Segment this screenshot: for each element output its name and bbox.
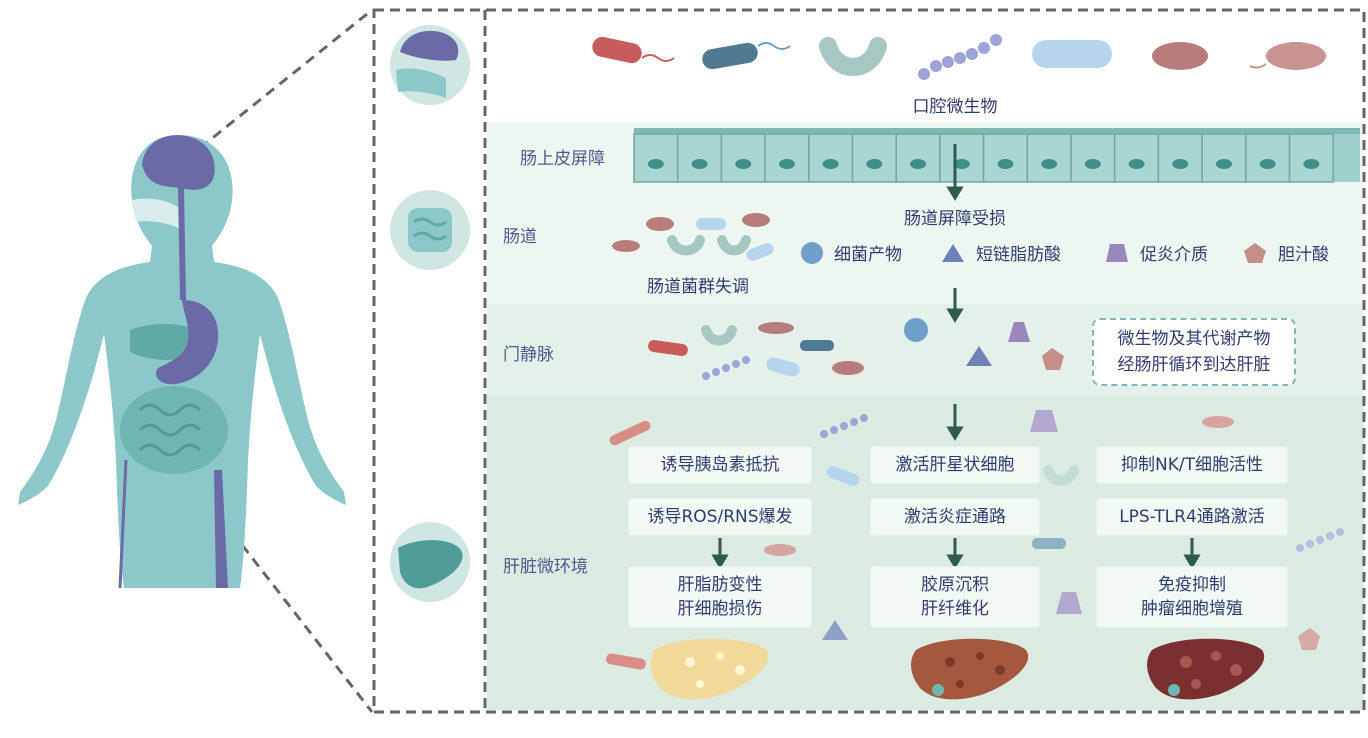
nk-t-inhibition-box: 抑制NK/T细胞活性 <box>1096 446 1288 484</box>
liver-microenvironment-label: 肝脏微环境 <box>503 557 588 577</box>
hepatocyte-injury-text: 肝细胞损伤 <box>677 599 763 619</box>
cancer-liver-illustration <box>1147 638 1265 700</box>
triangle-icon <box>942 243 964 262</box>
immunosuppression-box: 免疫抑制 肿瘤细胞增殖 <box>1096 566 1288 628</box>
epithelial-cell <box>1026 133 1072 183</box>
epithelial-cell-row <box>633 133 1334 183</box>
steatosis-box: 肝脂肪变性 肝细胞损伤 <box>628 566 812 628</box>
oral-microbiota-title: 口腔微生物 <box>912 97 998 117</box>
cell-nucleus <box>953 159 970 169</box>
insulin-resistance-box: 诱导胰岛素抵抗 <box>628 446 812 484</box>
epithelial-cell <box>1288 133 1334 183</box>
epithelial-cell <box>676 133 723 183</box>
cell-nucleus <box>735 159 752 169</box>
fibrosis-box: 胶原沉积 肝纤维化 <box>870 566 1040 628</box>
epithelial-cell <box>1113 133 1160 183</box>
zoom-line-top <box>199 8 373 150</box>
liver-microbes <box>606 410 1344 670</box>
epithelial-cell <box>982 133 1029 183</box>
cell-nucleus <box>1084 159 1101 169</box>
fibrotic-liver-illustration <box>911 638 1029 700</box>
liver-icon <box>390 522 470 602</box>
collagen-deposition-text: 胶原沉积 <box>921 575 989 595</box>
epithelial-cell <box>1157 133 1203 183</box>
outer-dashed-frame <box>372 8 1366 714</box>
cell-nucleus <box>778 159 795 169</box>
intestine-label: 肠道 <box>503 227 537 247</box>
legend-label: 细菌产物 <box>834 245 902 265</box>
intestine-icon <box>390 190 470 270</box>
epithelial-cell <box>808 133 854 183</box>
steatosis-text: 肝脂肪变性 <box>677 575 763 595</box>
barrier-damage-label: 肠道屏障受损 <box>904 209 1006 229</box>
lps-tlr4-box: LPS-TLR4通路激活 <box>1096 498 1288 536</box>
fatty-liver-illustration <box>650 638 769 700</box>
epithelial-cell <box>939 133 985 183</box>
cell-nucleus <box>997 159 1014 169</box>
legend-label: 胆汁酸 <box>1278 245 1329 265</box>
epithelial-barrier-label: 肠上皮屏障 <box>520 149 605 169</box>
cell-nucleus <box>691 159 708 169</box>
ros-rns-box: 诱导ROS/RNS爆发 <box>628 498 812 536</box>
cell-nucleus <box>866 159 883 169</box>
flow-arrows <box>711 144 1201 569</box>
oral-band <box>487 12 1364 122</box>
dysbiosis-label: 肠道菌群失调 <box>647 277 749 297</box>
epithelial-cell <box>764 133 810 183</box>
trapezoid-icon <box>1106 243 1128 262</box>
cell-nucleus <box>910 159 927 169</box>
epithelial-cell <box>1245 133 1291 183</box>
circle-icon <box>801 241 823 264</box>
cell-nucleus <box>1215 159 1232 169</box>
enterohepatic-note: 微生物及其代谢产物 经肠肝循环到达肝脏 <box>1092 318 1296 386</box>
epithelial-cell <box>895 133 941 183</box>
gut-microbes <box>612 213 774 261</box>
epithelial-cell <box>1201 133 1247 183</box>
epithelial-cell <box>851 133 897 183</box>
legend-proinflammatory: 促炎介质 <box>1104 240 1208 265</box>
legend-label: 短链脂肪酸 <box>976 245 1061 265</box>
liver-fibrosis-text: 肝纤维化 <box>921 599 989 619</box>
portal-vein-label: 门静脉 <box>503 345 554 365</box>
portal-microbes <box>648 318 1064 380</box>
immunosuppression-text: 免疫抑制 <box>1158 575 1226 595</box>
inflammation-pathway-box: 激活炎症通路 <box>870 498 1040 536</box>
zoom-line-bottom <box>188 477 374 713</box>
legend-bacterial-products: 细菌产物 <box>800 240 902 265</box>
note-line-1: 微生物及其代谢产物 <box>1117 329 1271 349</box>
human-body-illustration <box>18 135 346 589</box>
cell-nucleus <box>647 159 664 169</box>
pentagon-icon <box>1244 242 1266 263</box>
head-icon <box>390 25 470 105</box>
cell-nucleus <box>822 159 839 169</box>
epithelial-cell <box>1070 133 1116 183</box>
oral-microbes <box>592 34 1326 80</box>
cell-nucleus <box>1303 159 1320 169</box>
cell-nucleus <box>1259 159 1276 169</box>
legend-scfa: 短链脂肪酸 <box>940 240 1061 265</box>
stellate-activation-box: 激活肝星状细胞 <box>870 446 1040 484</box>
cell-nucleus <box>1041 159 1058 169</box>
cell-nucleus <box>1172 159 1189 169</box>
epithelial-cell <box>633 133 679 183</box>
note-line-2: 经肠肝循环到达肝脏 <box>1117 355 1271 375</box>
tumor-proliferation-text: 肿瘤细胞增殖 <box>1141 599 1243 619</box>
epithelial-cell <box>720 133 766 183</box>
cell-nucleus <box>1128 159 1145 169</box>
legend-label: 促炎介质 <box>1140 245 1208 265</box>
legend-bile-acid: 胆汁酸 <box>1242 240 1329 265</box>
